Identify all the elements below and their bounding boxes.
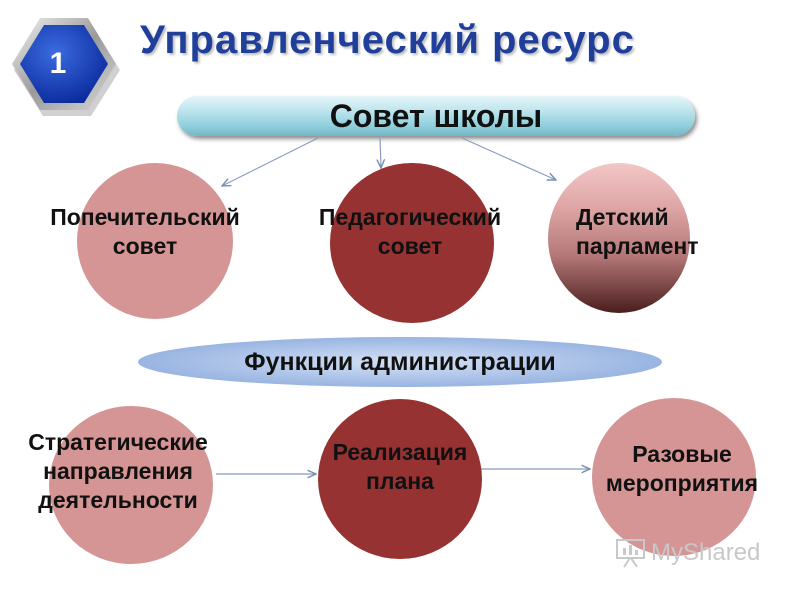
arrow-to-trustee-council [222, 137, 319, 186]
council-pill [177, 96, 695, 136]
hexagon-badge [12, 18, 120, 116]
pedagogical-council-circle [330, 163, 494, 323]
arrow-to-pedagogical-council [380, 137, 381, 168]
watermark-text: MyShared [651, 539, 761, 566]
presentation-board-icon [616, 539, 645, 568]
council-label: Совет школы [329, 97, 543, 134]
badge-number: 1 [49, 47, 67, 80]
plan-implementation-circle [318, 399, 482, 559]
page-title: Управленческий ресурс [140, 18, 635, 62]
functions-label: Функции администрации [244, 347, 556, 376]
trustee-council-circle [77, 163, 233, 319]
children-parliament-circle [548, 163, 690, 313]
one-time-events-circle [592, 398, 756, 556]
strategy-circle [49, 406, 213, 564]
arrow-to-children-parliament [461, 137, 556, 180]
watermark: MyShared [614, 536, 760, 570]
